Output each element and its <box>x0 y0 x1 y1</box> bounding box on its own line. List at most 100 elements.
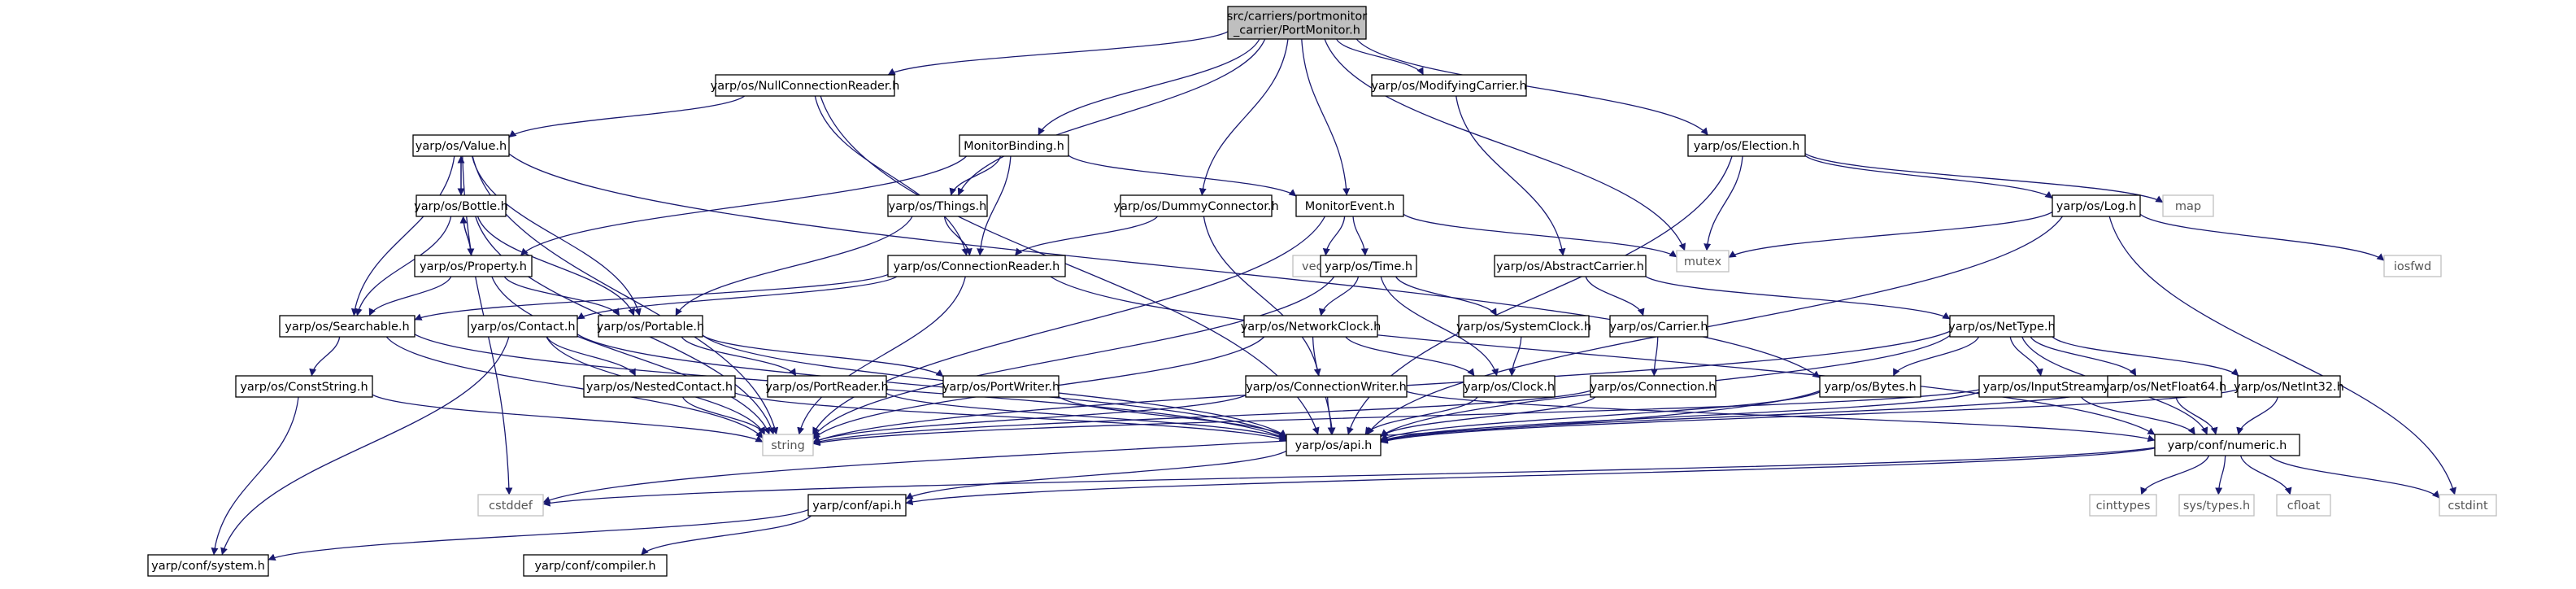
edge-root-to-dummy <box>1199 38 1289 196</box>
edge-portable-to-pwriter <box>702 334 944 377</box>
node-label: yarp/os/PortWriter.h <box>942 381 1060 394</box>
node-ni32[interactable]: yarp/os/NetInt32.h <box>2234 375 2344 398</box>
node-label: yarp/os/ConnectionReader.h <box>894 260 1060 273</box>
edge-istream-to-string <box>812 389 1980 447</box>
node-istream[interactable]: yarp/os/InputStream.h <box>1978 375 2120 398</box>
node-label: cstddef <box>489 500 533 513</box>
node-bytes[interactable]: yarp/os/Bytes.h <box>1819 375 1921 398</box>
edge-time-to-nclock <box>1318 276 1360 316</box>
node-nettype[interactable]: yarp/os/NetType.h <box>1948 315 2056 338</box>
node-confapi[interactable]: yarp/conf/api.h <box>807 494 907 517</box>
edge-nettype-to-ni32 <box>2052 336 2239 377</box>
edge-root-to-ncr <box>887 31 1229 76</box>
node-label: yarp/os/Things.h <box>889 200 987 213</box>
node-label: yarp/os/Portable.h <box>597 321 704 334</box>
edge-nclock-to-clock <box>1345 336 1475 377</box>
node-bottle[interactable]: yarp/os/Bottle.h <box>414 194 508 217</box>
node-acar[interactable]: yarp/os/AbstractCarrier.h <box>1494 255 1647 277</box>
edge-mevent-to-time <box>1352 216 1368 256</box>
node-compiler[interactable]: yarp/conf/compiler.h <box>523 554 668 577</box>
edge-portable-to-preader <box>681 336 797 377</box>
node-ncr[interactable]: yarp/os/NullConnectionReader.h <box>711 74 900 97</box>
node-mcar[interactable]: yarp/os/ModifyingCarrier.h <box>1371 74 1527 97</box>
edge-nettype-to-nf64 <box>2030 336 2137 377</box>
node-portable[interactable]: yarp/os/Portable.h <box>597 315 704 338</box>
node-cinttypes: cinttypes <box>2089 494 2157 517</box>
edge-numeric-to-cstdint <box>2269 455 2440 499</box>
node-cstr[interactable]: yarp/os/ConstString.h <box>235 375 373 398</box>
node-cread[interactable]: yarp/os/ConnectionReader.h <box>887 255 1066 277</box>
node-things[interactable]: yarp/os/Things.h <box>887 194 988 217</box>
node-label: cfloat <box>2287 500 2321 513</box>
edge-log-to-iosfwd <box>2139 213 2385 261</box>
node-root[interactable]: src/carriers/portmonitor_carrier/PortMon… <box>1227 6 1367 40</box>
node-label: yarp/os/Carrier.h <box>1610 321 1708 334</box>
node-sclock[interactable]: yarp/os/SystemClock.h <box>1456 315 1591 338</box>
node-label: yarp/os/NetworkClock.h <box>1241 321 1382 334</box>
edge-dummy-to-cwriter <box>1203 216 1321 377</box>
node-label: yarp/os/Bottle.h <box>414 200 508 213</box>
edge-cread-to-search <box>414 273 889 321</box>
node-iosfwd: iosfwd <box>2383 255 2442 277</box>
edge-prop-to-bottle <box>459 216 472 256</box>
edge-ncont-to-api <box>734 392 1287 443</box>
edge-mcar-to-acar <box>1456 95 1566 256</box>
edge-mevent-to-vector <box>1322 216 1346 256</box>
node-label: MonitorBinding.h <box>964 140 1064 153</box>
node-mbind[interactable]: MonitorBinding.h <box>959 134 1069 157</box>
node-label: _carrier/PortMonitor.h <box>1233 24 1360 37</box>
node-prop[interactable]: yarp/os/Property.h <box>414 255 533 277</box>
node-label: yarp/os/DummyConnector.h <box>1113 200 1278 213</box>
node-conn[interactable]: yarp/os/Connection.h <box>1590 375 1717 398</box>
edge-nettype-to-bytes <box>1892 336 1980 377</box>
node-mevent[interactable]: MonitorEvent.h <box>1295 194 1404 217</box>
node-carrier[interactable]: yarp/os/Carrier.h <box>1609 315 1708 338</box>
node-time[interactable]: yarp/os/Time.h <box>1320 255 1417 277</box>
edge-mbind-to-cread <box>977 155 1012 256</box>
edge-search-to-cstr <box>309 336 341 377</box>
edge-cstr-to-string <box>372 394 764 443</box>
node-pwriter[interactable]: yarp/os/PortWriter.h <box>942 375 1060 398</box>
node-label: yarp/conf/api.h <box>812 500 901 513</box>
node-label: yarp/conf/system.h <box>151 560 265 573</box>
edge-ncr-to-cread <box>814 95 969 256</box>
node-api[interactable]: yarp/os/api.h <box>1286 434 1382 456</box>
edge-istream-to-api <box>1380 391 1980 443</box>
edge-nf64-to-numeric <box>2175 396 2218 435</box>
dependency-edges <box>211 31 2456 561</box>
edge-things-to-portable <box>675 216 913 316</box>
node-label: map <box>2175 200 2201 213</box>
node-dummy[interactable]: yarp/os/DummyConnector.h <box>1113 194 1279 217</box>
edge-ncr-to-value <box>508 95 746 138</box>
node-nf64[interactable]: yarp/os/NetFloat64.h <box>2103 375 2226 398</box>
node-label: yarp/os/Value.h <box>416 140 507 153</box>
node-value[interactable]: yarp/os/Value.h <box>412 134 510 157</box>
edge-log-to-mutex <box>1728 212 2053 259</box>
node-contact[interactable]: yarp/os/Contact.h <box>468 315 578 338</box>
node-ncont[interactable]: yarp/os/NestedContact.h <box>583 375 736 398</box>
edge-bytes-to-api <box>1380 391 1821 441</box>
node-log[interactable]: yarp/os/Log.h <box>2052 194 2141 217</box>
node-systypes: sys/types.h <box>2178 494 2255 517</box>
node-label: yarp/conf/compiler.h <box>534 560 655 573</box>
node-label: yarp/os/Election.h <box>1694 140 1800 153</box>
edge-root-to-mbind <box>1038 38 1260 136</box>
node-cwriter[interactable]: yarp/os/ConnectionWriter.h <box>1245 375 1408 398</box>
edge-elect-to-mutex <box>1704 155 1743 251</box>
edge-time-to-string <box>812 276 1335 438</box>
edge-cwriter-to-string <box>812 395 1247 443</box>
node-system[interactable]: yarp/conf/system.h <box>147 554 269 577</box>
node-elect[interactable]: yarp/os/Election.h <box>1687 134 1806 157</box>
edge-api-to-confapi <box>905 450 1287 500</box>
edge-cread-to-numeric <box>1050 276 2156 435</box>
edge-prop-to-search <box>368 276 452 316</box>
edge-numeric-to-cinttypes <box>2140 455 2210 495</box>
node-numeric[interactable]: yarp/conf/numeric.h <box>2154 434 2300 456</box>
node-preader[interactable]: yarp/os/PortReader.h <box>765 375 889 398</box>
node-label: src/carriers/portmonitor <box>1227 11 1367 24</box>
node-nclock[interactable]: yarp/os/NetworkClock.h <box>1241 315 1382 338</box>
node-label: yarp/os/Property.h <box>420 260 527 273</box>
node-search[interactable]: yarp/os/Searchable.h <box>279 315 416 338</box>
node-clock[interactable]: yarp/os/Clock.h <box>1463 375 1556 398</box>
node-label: yarp/os/Searchable.h <box>285 321 409 334</box>
